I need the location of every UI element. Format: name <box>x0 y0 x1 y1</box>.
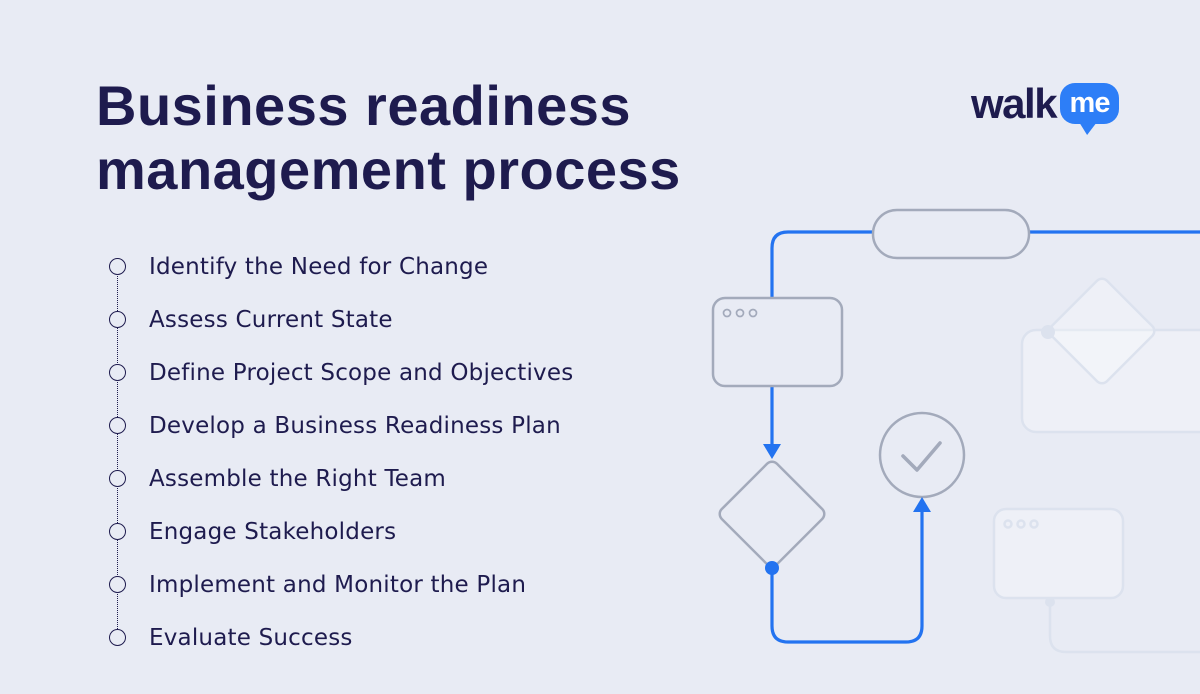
faded-window-dot <box>1016 519 1026 529</box>
flowchart-check-circle <box>878 411 966 499</box>
title-line-2: management process <box>96 138 681 201</box>
circle-bullet-icon <box>109 629 126 646</box>
circle-bullet-icon <box>109 311 126 328</box>
circle-bullet-icon <box>109 258 126 275</box>
page-title: Business readiness management process <box>96 74 681 202</box>
walkme-logo: walk me <box>971 83 1131 139</box>
checklist-item: Define Project Scope and Objectives <box>109 346 669 399</box>
circle-bullet-icon <box>109 417 126 434</box>
flow-lines-group <box>770 230 1200 644</box>
circle-bullet-icon <box>109 523 126 540</box>
flow-line-pill-to-diamond <box>770 230 875 451</box>
faded-connector-dot <box>1045 597 1055 607</box>
flow-connector-dot <box>765 561 779 575</box>
checklist-item: Develop a Business Readiness Plan <box>109 399 669 452</box>
faded-connector-line <box>1048 602 1200 654</box>
checklist-item: Implement and Monitor the Plan <box>109 558 669 611</box>
flowchart-start-pill <box>871 208 1031 260</box>
faded-window-dot <box>1003 519 1013 529</box>
arrow-up-icon <box>913 497 931 512</box>
flow-markers-group <box>763 444 931 575</box>
flowchart-browser-window <box>711 296 844 388</box>
faded-connector-dot <box>1041 325 1055 339</box>
window-dot-icon <box>735 308 745 318</box>
flow-line-diamond-to-circle <box>770 506 924 644</box>
faded-diamond-shape <box>1048 277 1156 385</box>
circle-bullet-icon <box>109 576 126 593</box>
faded-shapes-group <box>992 277 1200 654</box>
checklist-item-label: Identify the Need for Change <box>149 253 489 280</box>
faded-browser-window-shape <box>992 507 1125 600</box>
checklist-item-label: Implement and Monitor the Plan <box>149 571 527 598</box>
checklist-item: Evaluate Success <box>109 611 669 664</box>
circle-bullet-icon <box>109 364 126 381</box>
checklist-item-label: Develop a Business Readiness Plan <box>149 412 561 439</box>
window-dot-icon <box>748 308 758 318</box>
checklist-item-label: Engage Stakeholders <box>149 518 397 545</box>
logo-walk-text: walk <box>971 80 1058 127</box>
checklist-item: Engage Stakeholders <box>109 505 669 558</box>
checklist-item-label: Define Project Scope and Objectives <box>149 359 574 386</box>
faded-window-dot <box>1029 519 1039 529</box>
checklist-item: Assess Current State <box>109 293 669 346</box>
arrow-down-icon <box>763 444 781 459</box>
flow-nodes-group <box>711 208 1031 568</box>
checklist-item-label: Assemble the Right Team <box>149 465 447 492</box>
faded-card-shape <box>1020 328 1200 434</box>
checklist: Identify the Need for Change Assess Curr… <box>109 240 669 664</box>
logo-me-bubble: me <box>1060 83 1119 124</box>
window-dot-icon <box>722 308 732 318</box>
checklist-item-label: Evaluate Success <box>149 624 353 651</box>
checklist-item: Identify the Need for Change <box>109 240 669 293</box>
checklist-connector-line <box>117 267 118 637</box>
checklist-item: Assemble the Right Team <box>109 452 669 505</box>
circle-bullet-icon <box>109 470 126 487</box>
checkmark-icon <box>901 441 942 472</box>
checklist-item-label: Assess Current State <box>149 306 393 333</box>
flowchart-decision-diamond <box>718 460 826 568</box>
title-line-1: Business readiness <box>96 74 632 137</box>
